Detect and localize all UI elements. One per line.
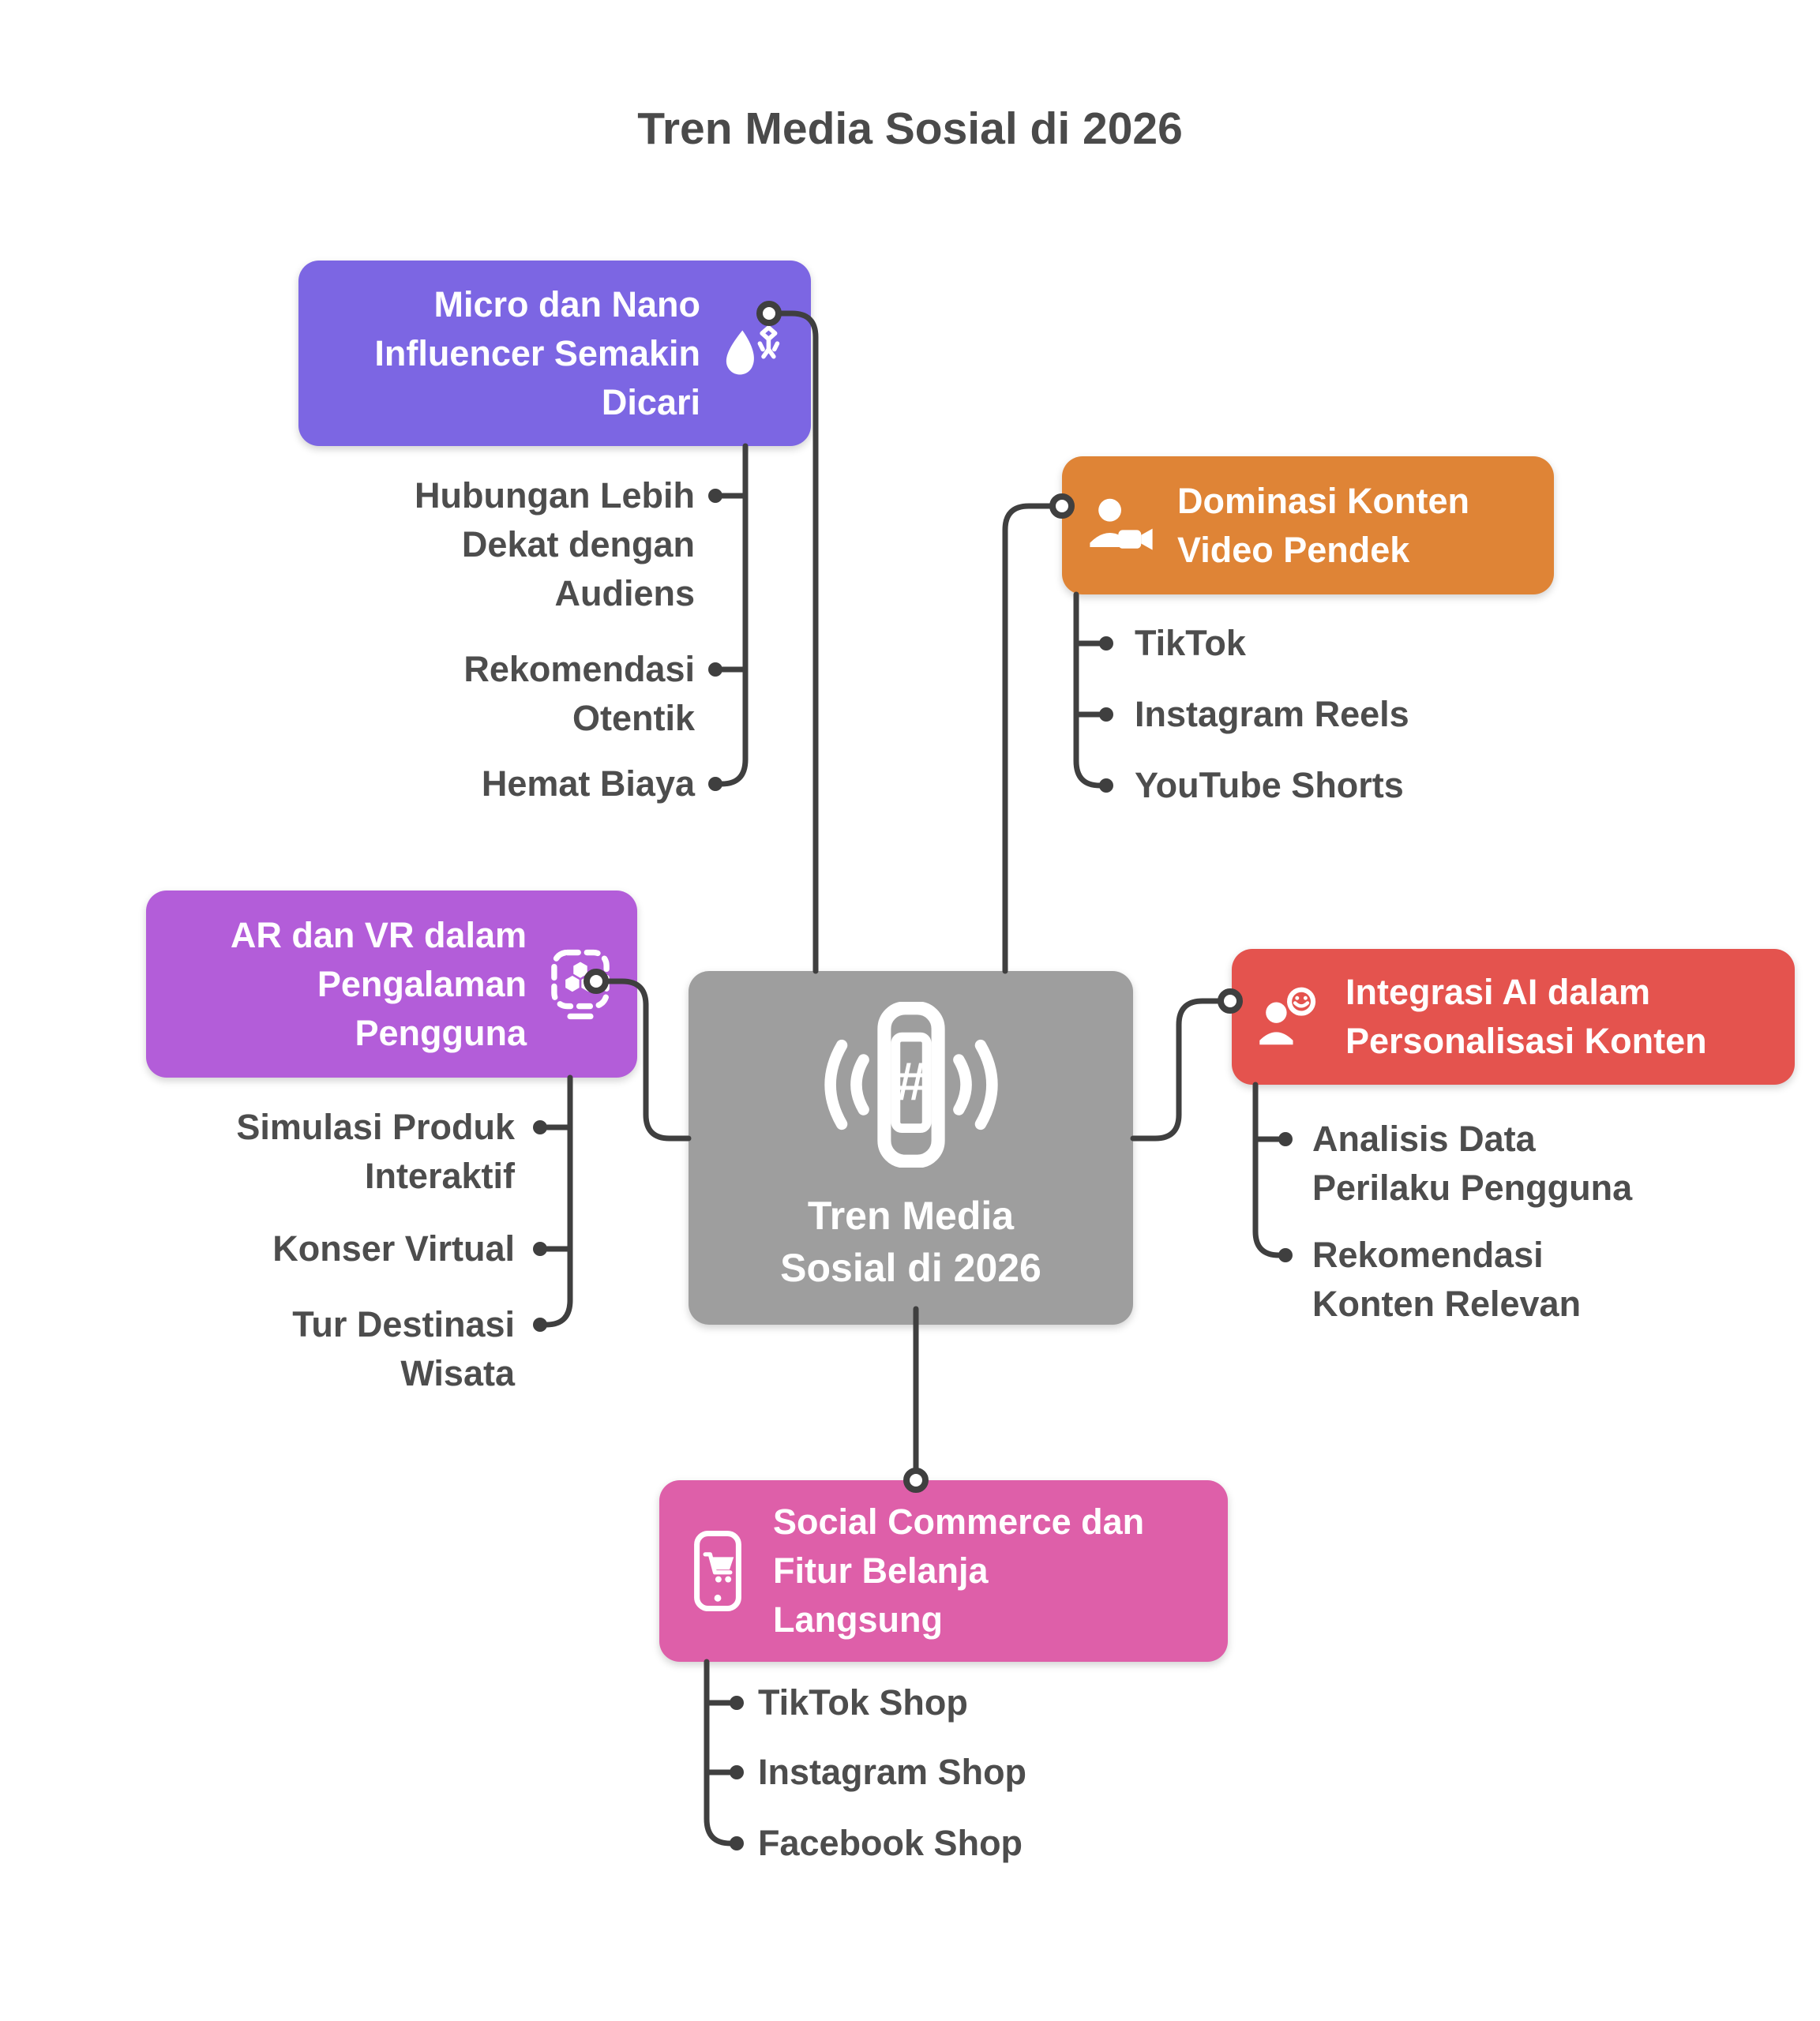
ar-object-icon xyxy=(544,948,617,1021)
influencer-drop-icon xyxy=(718,317,790,390)
branch-influencer-node: Micro dan Nano Influencer Semakin Dicari xyxy=(298,261,811,446)
child-rekomendasi-konten: Rekomendasi Konten Relevan xyxy=(1312,1235,1582,1324)
branch-ai-node: Integrasi AI dalam Personalisasi Konten xyxy=(1232,949,1795,1085)
child-tur-destinasi: Tur Destinasi Wisata xyxy=(292,1304,515,1393)
child-instagram-reels: Instagram Reels xyxy=(1135,694,1409,734)
person-video-icon xyxy=(1086,490,1157,561)
branch-ar-vr-node: AR dan VR dalam Pengalaman Pengguna xyxy=(146,891,637,1078)
child-facebook-shop: Facebook Shop xyxy=(758,1823,1023,1863)
child-rekomendasi-otentik: Rekomendasi Otentik xyxy=(463,649,695,738)
branch-social-commerce-node: Social Commerce dan Fitur Belanja Langsu… xyxy=(659,1480,1228,1662)
child-tiktok: TikTok xyxy=(1135,623,1246,663)
hashtag-phone-icon: # xyxy=(789,1002,1034,1168)
svg-text:#: # xyxy=(896,1052,926,1112)
child-simulasi-produk: Simulasi Produk Interaktif xyxy=(236,1107,515,1196)
child-tiktok-shop: TikTok Shop xyxy=(758,1682,968,1723)
branch-short-video-label: Dominasi Konten Video Pendek xyxy=(1177,480,1470,570)
shopping-phone-icon xyxy=(683,1529,752,1613)
branch-ai-label: Integrasi AI dalam Personalisasi Konten xyxy=(1345,972,1707,1061)
branch-short-video-node: Dominasi Konten Video Pendek xyxy=(1062,456,1554,594)
diagram-title: Tren Media Sosial di 2026 xyxy=(637,103,1183,154)
branch-ar-vr-label: AR dan VR dalam Pengalaman Pengguna xyxy=(230,914,527,1053)
link-video-center xyxy=(1002,503,1056,974)
child-hemat-biaya: Hemat Biaya xyxy=(481,763,695,804)
person-ai-icon xyxy=(1255,982,1325,1052)
child-youtube-shorts: YouTube Shorts xyxy=(1135,765,1404,805)
child-konser-virtual: Konser Virtual xyxy=(272,1228,515,1269)
link-center-ai xyxy=(1130,998,1224,1142)
branch-influencer-label: Micro dan Nano Influencer Semakin Dicari xyxy=(374,283,700,422)
branch-social-commerce-label: Social Commerce dan Fitur Belanja Langsu… xyxy=(773,1502,1145,1640)
center-node: # Tren Media Sosial di 2026 xyxy=(689,971,1133,1325)
child-analisis-data: Analisis Data Perilaku Pengguna xyxy=(1312,1119,1633,1208)
center-node-label: Tren Media Sosial di 2026 xyxy=(780,1194,1041,1290)
child-instagram-shop: Instagram Shop xyxy=(758,1752,1027,1792)
child-hubungan-audiens: Hubungan Lebih Dekat dengan Audiens xyxy=(415,475,695,613)
